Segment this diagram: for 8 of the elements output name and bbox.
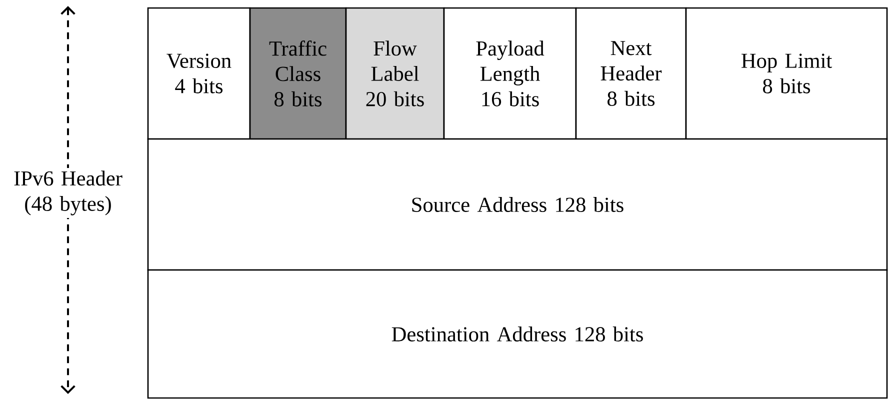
field-box: Traffic Class 8 bits — [249, 7, 347, 140]
field-box: Version 4 bits — [147, 7, 251, 140]
field-box: Flow Label 20 bits — [345, 7, 445, 140]
field-box: Destination Address 128 bits — [147, 269, 888, 399]
header-label: IPv6 Header (48 bytes) — [1, 168, 135, 218]
field-box: Next Header 8 bits — [575, 7, 687, 140]
field-box: Hop Limit 8 bits — [685, 7, 888, 140]
field-box: Payload Length 16 bits — [443, 7, 577, 140]
